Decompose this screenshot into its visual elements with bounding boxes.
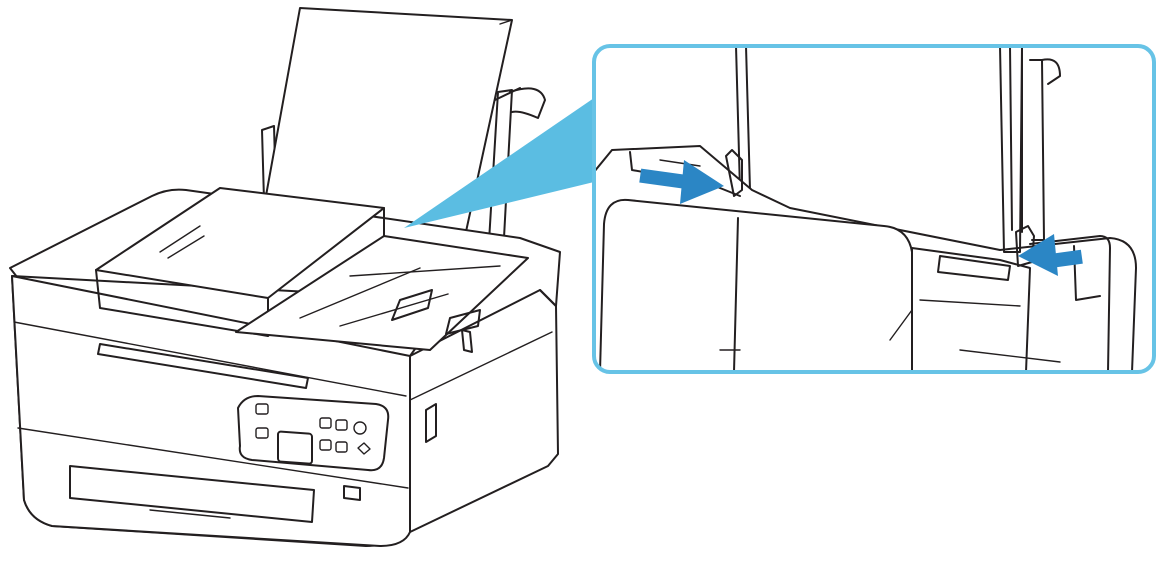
paper-cassette [69, 465, 315, 523]
operation-panel [237, 395, 390, 472]
feeder-tray [235, 235, 529, 351]
arrow-right-icon [639, 160, 724, 204]
inset-feeder-lid [599, 198, 913, 372]
magnified-inset [592, 44, 1156, 374]
printer [9, 7, 561, 547]
inset-paper-edge [999, 46, 1023, 253]
arrow-left-icon [1018, 234, 1083, 276]
callout-beam [404, 98, 594, 228]
display-screen [277, 430, 313, 465]
left-paper-guide [725, 149, 743, 197]
inset-frame [592, 44, 1156, 374]
front-handle [97, 343, 309, 389]
